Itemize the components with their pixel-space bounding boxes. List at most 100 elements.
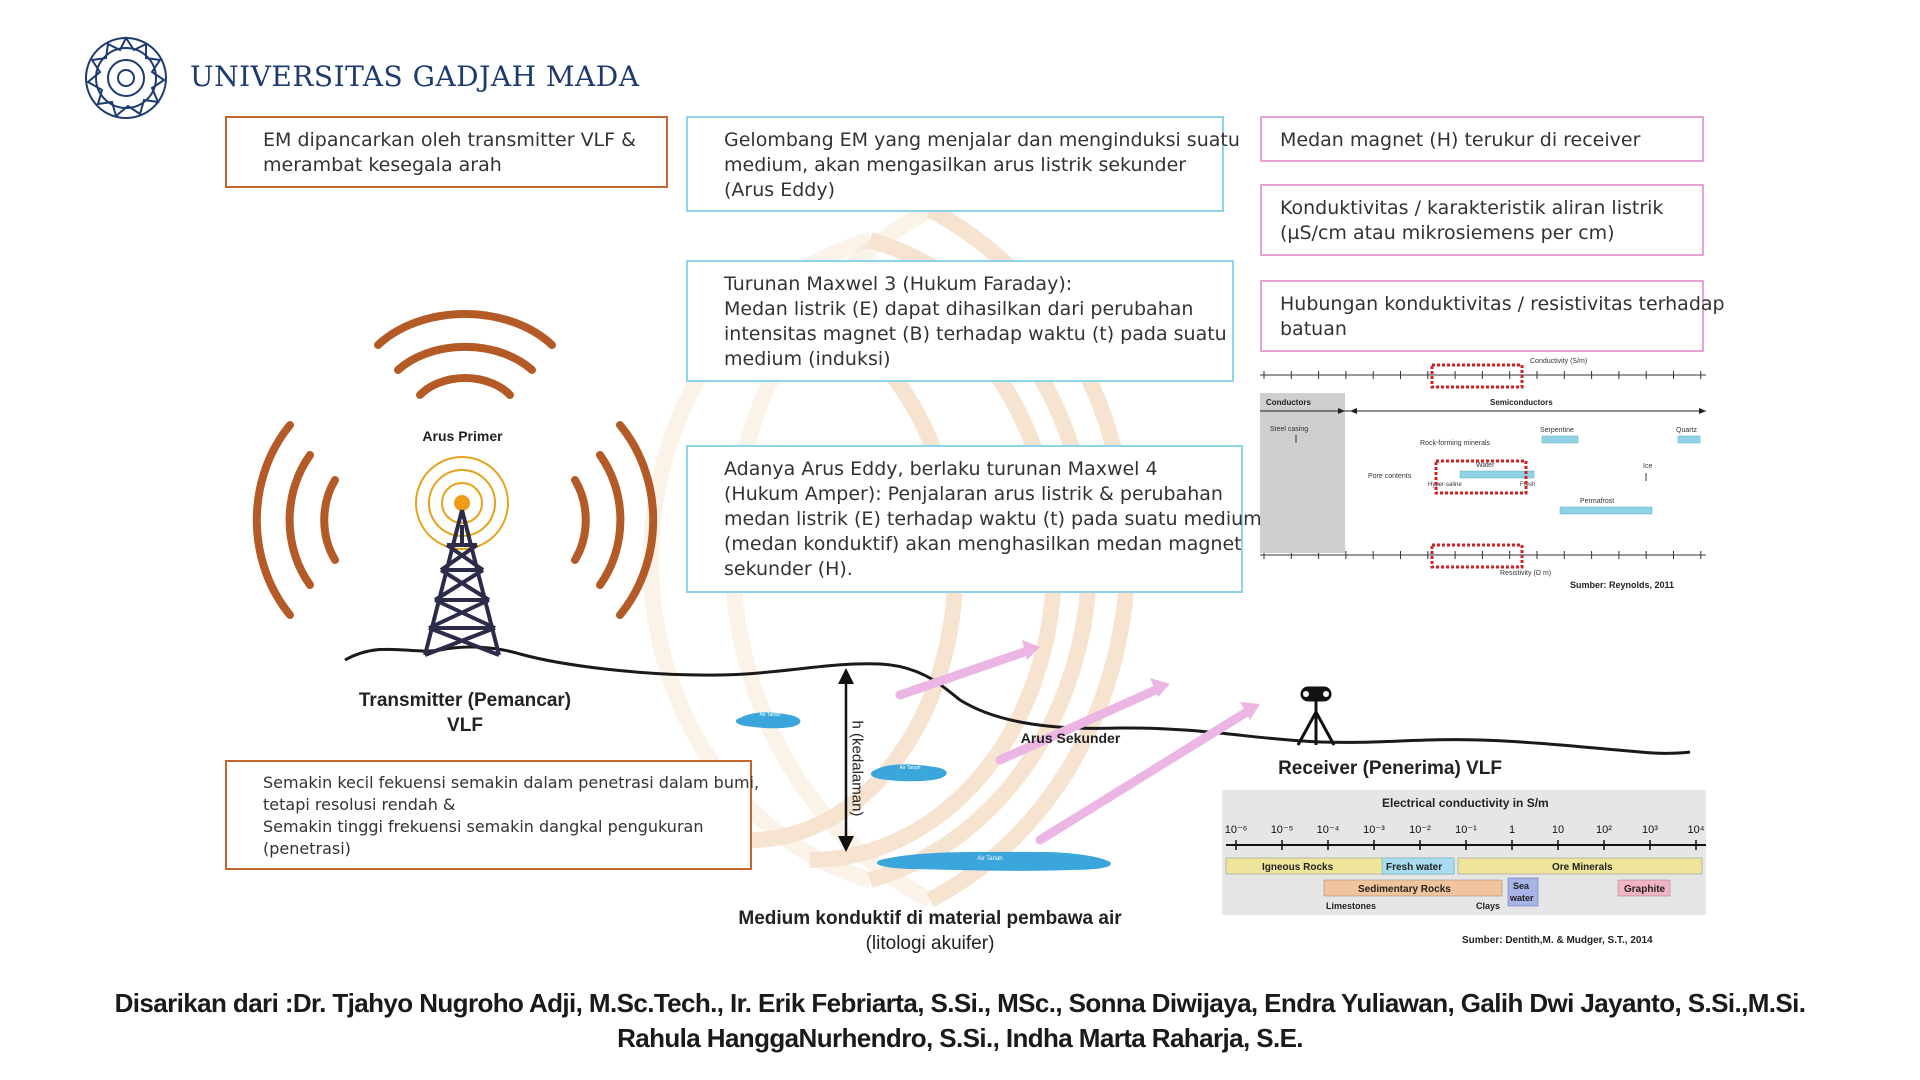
eddy-current-box: Gelombang EM yang menjalar dan menginduk… (686, 116, 1240, 212)
tick-label: 10³ (1642, 824, 1658, 836)
water-bar (1459, 470, 1535, 479)
highlight-water-range (1434, 459, 1528, 495)
ice-label: Ice (1643, 463, 1652, 470)
box-text-line: Medan magnet (H) terukur di receiver (1280, 129, 1641, 151)
limestones-label: Limestones (1326, 901, 1376, 911)
box-text-line: merambat kesegala arah (263, 154, 502, 176)
hyper-saline-label: Hyper-saline (1428, 482, 1462, 488)
primary-wave-right (571, 421, 658, 619)
chart-title: Electrical conductivity in S/m (1382, 796, 1549, 810)
ore-minerals-bar (1457, 857, 1703, 875)
medium-label-line: (litologi akuifer) (865, 933, 995, 954)
reynolds-conductivity-chart: Conductivity (S/m) Conductors Semiconduc… (1260, 358, 1706, 590)
quartz-label: Quartz (1676, 427, 1698, 434)
groundwater-label: Air Tanah (977, 856, 1003, 862)
dentith-conductivity-chart: Electrical conductivity in S/m 10⁻⁶ 10⁻⁵ 1… (1222, 790, 1706, 946)
arus-sekunder-label: Arus Sekunder (1020, 730, 1121, 746)
box-text-line: sekunder (H). (724, 558, 853, 580)
medium-label-line: Medium konduktif di material pembawa air (738, 908, 1122, 929)
tick-label: 10⁻² (1409, 824, 1431, 836)
serpentine-bar (1541, 435, 1579, 444)
ground-surface-line (344, 645, 1691, 755)
igneous-label: Igneous Rocks (1262, 862, 1334, 873)
tick-label: 10 (1552, 824, 1564, 836)
graphite-bar (1617, 879, 1671, 897)
depth-label: h (kedalaman) (848, 720, 866, 817)
box-text-line: medium (induksi) (724, 348, 891, 370)
transmitter-label: Transmitter (Pemancar) VLF (330, 688, 600, 738)
conductors-label: Conductors (1266, 398, 1311, 407)
box-text-line: Gelombang EM yang menjalar dan menginduk… (724, 129, 1240, 151)
receiver-tripod-icon (1296, 686, 1336, 746)
magnetic-field-box: Medan magnet (H) terukur di receiver (1260, 116, 1704, 162)
tick-label: 10⁴ (1688, 824, 1705, 836)
tick-label: 10⁻⁶ (1225, 824, 1248, 836)
box-text-line: medan listrik (E) terhadap waktu (t) pad… (724, 508, 1262, 530)
sea-water-bar (1507, 877, 1539, 907)
pore-contents-label: Pore contents (1368, 473, 1412, 480)
tick-label: 10⁻¹ (1455, 824, 1477, 836)
groundwater-bodies (735, 712, 1111, 871)
tick-label: 10⁻⁴ (1317, 824, 1340, 836)
graphite-label: Graphite (1624, 884, 1666, 895)
box-text-line: (Arus Eddy) (724, 179, 835, 201)
permafrost-bar (1559, 506, 1653, 515)
transmitter-label-line: VLF (447, 715, 483, 736)
receiver-label: Receiver (Penerima) VLF (1278, 758, 1502, 779)
clays-label: Clays (1476, 901, 1500, 911)
box-text-line: Medan listrik (E) dapat dihasilkan dari … (724, 298, 1194, 320)
primary-wave-left (252, 421, 339, 619)
box-text-line: Turunan Maxwel 3 (Hukum Faraday): (724, 273, 1073, 295)
groundwater-label: Air Tanah (899, 765, 921, 771)
box-text-line: (Hukum Amper): Penjalaran arus listrik &… (724, 483, 1223, 505)
quartz-bar (1677, 435, 1701, 444)
box-text-line: Konduktivitas / karakteristik aliran lis… (1280, 197, 1664, 219)
fresh-water-bar (1381, 857, 1455, 875)
medium-label: Medium konduktif di material pembawa air… (700, 906, 1160, 956)
box-text-line: (penetrasi) (263, 839, 351, 858)
footer-credits-line-2: Rahula HanggaNurhendro, S.Si., Indha Mar… (617, 1023, 1303, 1053)
primary-wave-top (374, 310, 556, 399)
box-text-line: Semakin tinggi frekuensi semakin dangkal… (263, 817, 704, 836)
ore-minerals-label: Ore Minerals (1552, 862, 1613, 873)
steel-casing-label: Steel casing (1270, 426, 1308, 433)
box-text-line: medium, akan mengasilkan arus listrik se… (724, 154, 1187, 176)
box-text-line: intensitas magnet (B) terhadap waktu (t)… (724, 323, 1227, 345)
permafrost-label: Permafrost (1580, 498, 1614, 505)
highlight-resistivity-range (1430, 543, 1524, 569)
tick-label: 10⁻³ (1363, 824, 1385, 836)
relation-box: Hubungan konduktivitas / resistivitas te… (1260, 280, 1725, 352)
ugm-logo-icon (85, 36, 167, 119)
sedimentary-bar (1323, 879, 1503, 897)
semiconductors-label: Semiconductors (1490, 398, 1553, 407)
highlight-conductivity-range (1430, 363, 1524, 389)
fresh-label: Fresh (1520, 482, 1535, 488)
box-text-line: tetapi resolusi rendah & (263, 795, 456, 814)
conductors-region (1260, 393, 1345, 553)
serpentine-label: Serpentine (1540, 427, 1574, 434)
tick-label: 10² (1596, 824, 1612, 836)
tower-signal-icon (415, 456, 509, 550)
box-text-line: batuan (1280, 318, 1347, 340)
box-text-line: Adanya Arus Eddy, berlaku turunan Maxwel… (724, 458, 1158, 480)
dentith-source: Sumber: Dentith,M. & Mudger, S.T., 2014 (1462, 935, 1653, 946)
transmitter-label-line: Transmitter (Pemancar) (358, 690, 572, 711)
maxwell-3-box: Turunan Maxwel 3 (Hukum Faraday): Medan … (686, 260, 1234, 382)
chart-bottom-title: Resistivity (Ω m) (1500, 570, 1551, 577)
maxwell-4-box: Adanya Arus Eddy, berlaku turunan Maxwel… (686, 445, 1262, 593)
university-name: UNIVERSITAS GADJAH MADA (190, 60, 640, 93)
arus-primer-label: Arus Primer (422, 428, 503, 444)
tower-beacon-icon (454, 495, 470, 511)
fresh-water-label: Fresh water (1386, 862, 1442, 873)
footer-credits-line-1: Disarikan dari :Dr. Tjahyo Nugroho Adji,… (114, 988, 1806, 1018)
top-ticks (1263, 371, 1702, 379)
groundwater-label: Air Tanah (759, 712, 781, 718)
secondary-current-arrows (895, 640, 1260, 845)
transmitter-info-box: EM dipancarkan oleh transmitter VLF & me… (225, 116, 668, 188)
tick-label: 10⁻⁵ (1271, 824, 1294, 836)
sedimentary-label: Sedimentary Rocks (1358, 884, 1451, 895)
conductivity-box: Konduktivitas / karakteristik aliran lis… (1260, 184, 1704, 256)
transmitter-tower-icon (423, 509, 501, 657)
frequency-note-box: Semakin kecil fekuensi semakin dalam pen… (225, 760, 759, 870)
